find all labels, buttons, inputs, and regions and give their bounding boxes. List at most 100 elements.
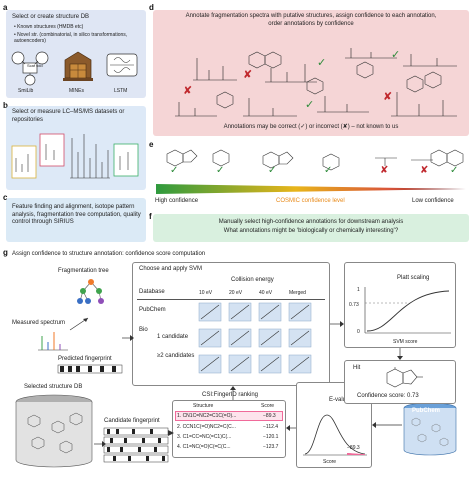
mark-correct-4: ✓ [324,165,333,176]
csi-ranking-box: Structure Score 1. CN1C=NC2=C1C(=O)... −… [172,400,286,458]
scaffold-label: Scaf fold [27,63,43,68]
svm-title: Choose and apply SVM [139,266,203,272]
rank-2-score: −112.4 [263,424,279,430]
svg-text:✓: ✓ [391,48,400,61]
panel-f-line1: Manually select high-confidence annotati… [218,219,404,225]
hit-structure [386,367,423,388]
high-confidence-label: High confidence [155,198,199,204]
lcms-chromatograms [11,133,139,179]
top-hit-highlight [175,411,283,421]
selected-db-label: Selected structure DB [24,384,83,390]
rank-4-score: −123.7 [263,444,279,450]
hit-label: Hit [353,365,361,371]
panel-g-title: Assign confidence to structure annotatio… [12,251,206,257]
panel-c-letter: c [3,193,8,202]
panel-d-letter: d [149,3,154,12]
svg-text:✓: ✓ [305,98,314,111]
platt-y-low: 0 [357,329,360,335]
panel-a-text: Select or create structure DB [12,14,90,20]
panel-a-bullet-1: • Known structures (HMDB etc) [14,24,84,30]
spectrum-to-tree-arrow [69,317,89,331]
evalue-curve [303,414,367,456]
score-col-label: Score [261,403,275,409]
evalue-score: −89.3 [347,445,360,451]
platt-curve [364,287,451,334]
svg-text:✘: ✘ [243,68,252,81]
pubchem-cylinder [403,402,457,456]
database-col-label: Database [139,289,165,295]
svm-box: Choose and apply SVM Collision energy Da… [132,262,330,386]
row-1-candidate: 1 candidate [157,334,189,340]
fragmentation-tree-icon [77,279,104,304]
ranking-to-svm-arrow [230,386,236,400]
rank-1[interactable]: 1. CN1C=NC2=C1C(=O)... [177,413,237,419]
fingerprint-to-svm-arrow [122,335,134,341]
panel-d-title: Annotate fragmentation spectra with puta… [185,13,437,27]
predicted-fingerprint-bar [57,364,123,374]
panel-f: Manually select high-confidence annotati… [153,214,469,242]
hit-box: Hit Confidence score: 0.73 [344,360,456,404]
evalue-to-ranking-arrow [286,425,296,431]
svg-text:✓: ✓ [317,56,326,69]
energy-40: 40 eV [259,290,273,296]
tool-mines: MINEs [69,88,84,94]
panel-c-text: Feature finding and alignment, isotope p… [12,204,141,225]
low-confidence-label: Low confidence [412,198,454,204]
rank-2[interactable]: 2. CCN1C(=O)NC2=C(C... [177,424,236,430]
annotated-spectra: ✘ ✓ ✓ ✘ ✓ ✘ [175,48,457,117]
confidence-gradient [156,184,466,194]
svm-score-axis: SVM score [393,339,418,345]
pubchem-to-evalue-arrow [372,422,402,428]
svm-to-platt-arrow [330,321,344,327]
collision-energy-label: Collision energy [231,277,274,283]
rank-3[interactable]: 3. C1=CC=NC(=C1)C(... [177,434,232,440]
tool-lstm: LSTM [114,88,128,94]
panel-e-letter: e [149,140,154,149]
rank-3-score: −120.1 [263,434,279,440]
db-to-fingerprint-arrow [94,441,106,447]
mark-correct-2: ✓ [216,165,225,176]
mark-incorrect-2: ✘ [420,165,429,176]
lstm-icon [106,53,138,77]
measured-spectrum-icon [38,332,68,351]
csi-title: CSI:FingerID ranking [202,392,259,398]
energy-10: 10 eV [199,290,213,296]
platt-to-hit-arrow [397,348,403,360]
panel-d-footer: Annotations may be correct (✓) or incorr… [223,124,399,130]
structure-db-cylinder [15,394,93,468]
candidate-fingerprint-label: Candidate fingerprint [104,418,160,424]
rank-4[interactable]: 4. C1=NC(=O)C(=C(C... [177,444,231,450]
energy-20: 20 eV [229,290,243,296]
svg-text:✘: ✘ [383,90,392,103]
confidence-score: Confidence score: 0.73 [357,393,419,399]
predicted-fingerprint-label: Predicted fingerprint [58,356,112,362]
mark-incorrect-1: ✘ [380,165,389,176]
platt-y-high: 1 [357,287,360,293]
smilib-icon [11,51,49,86]
row-bio: Bio [139,327,148,333]
fragmentation-tree-label: Fragmentation tree [58,268,109,274]
cosmic-level-label: COSMIC confidence level [276,198,345,204]
confidence-marks-row: ✓ ✓ ✓ ✓ ✘ ✘ ✓ [158,165,464,176]
pubchem-label: PubChem [412,408,441,414]
tool-smilib: SmiLib [18,88,34,94]
panel-e-structures [166,149,464,171]
mark-correct-5: ✓ [450,165,459,176]
mark-correct-3: ✓ [268,165,277,176]
panel-b: Select or measure LC–MS/MS datasets or r… [6,106,146,190]
panel-f-letter: f [149,212,152,221]
platt-y-mid: 0.73 [349,302,359,308]
platt-label: Platt scaling [397,275,430,281]
row-pubchem: PubChem [139,307,166,313]
panel-b-letter: b [3,101,8,110]
mines-icon [63,51,93,81]
fingerprint-to-ranking-arrow [168,430,174,436]
mark-correct-1: ✓ [170,165,179,176]
row-2-candidates: ≥2 candidates [157,353,195,359]
evalue-score-axis: Score [323,459,337,465]
panel-f-line2: What annotations might be ‘biologically … [223,228,399,234]
measured-spectrum-label: Measured spectrum [12,320,66,326]
svg-text:✘: ✘ [183,84,192,97]
platt-box: Platt scaling 1 0.73 0 SVM score [344,262,456,348]
svm-header-divider [137,299,325,300]
